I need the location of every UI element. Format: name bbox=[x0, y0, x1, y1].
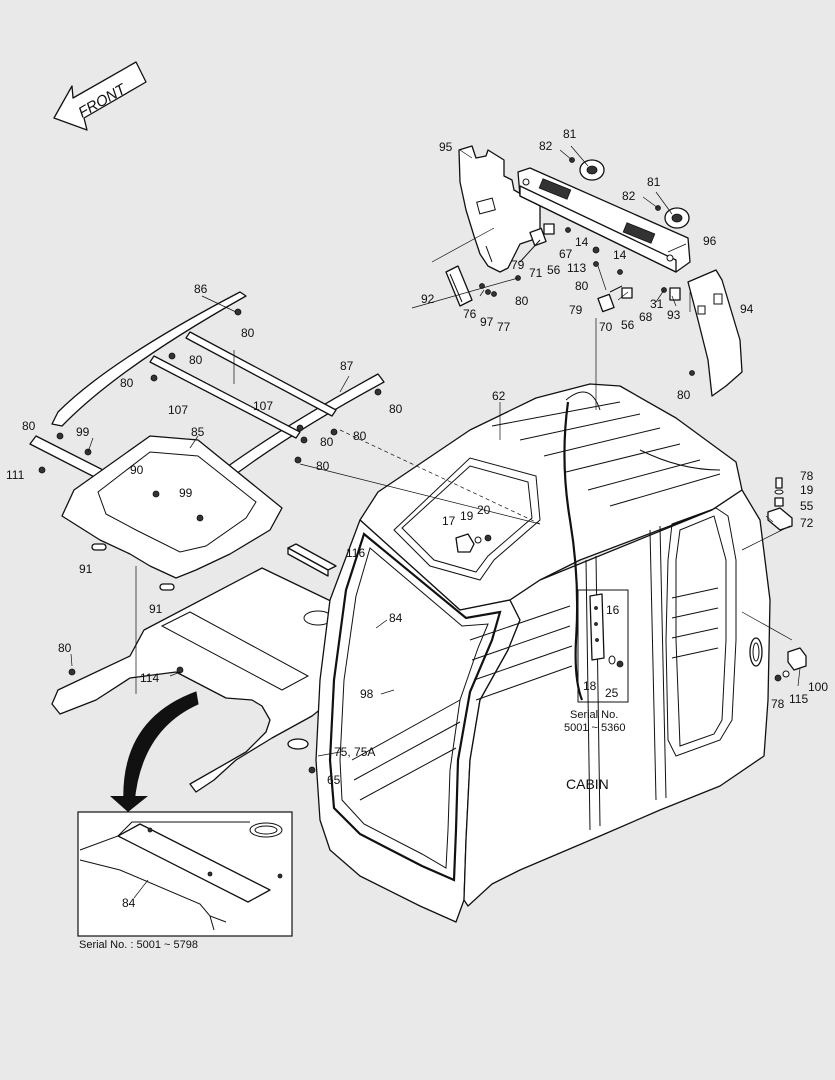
part-label-62: 62 bbox=[492, 389, 506, 403]
part-label-78: 78 bbox=[800, 469, 814, 483]
part-label-84: 84 bbox=[389, 611, 403, 625]
part-label-81: 81 bbox=[563, 127, 577, 141]
part-label-107: 107 bbox=[168, 403, 188, 417]
part-label-72: 72 bbox=[800, 516, 814, 530]
part-label-99: 99 bbox=[76, 425, 90, 439]
part-label-79: 79 bbox=[511, 258, 525, 272]
part-label-16: 16 bbox=[606, 603, 620, 617]
part-label-107: 107 bbox=[253, 399, 273, 413]
part-label-79: 79 bbox=[569, 303, 583, 317]
part-label-113: 113 bbox=[567, 261, 586, 275]
part-label-18: 18 bbox=[583, 679, 597, 693]
trim-strip-107b bbox=[185, 331, 337, 417]
guide-lines bbox=[135, 318, 793, 694]
part-label-14: 14 bbox=[613, 248, 627, 262]
part-label-31: 31 bbox=[650, 297, 664, 311]
box-serial-note-1: Serial No. bbox=[570, 709, 618, 721]
box-serial-note-2: 5001 ~ 5360 bbox=[564, 722, 625, 734]
part-label-80: 80 bbox=[389, 402, 403, 416]
part-label-92: 92 bbox=[421, 292, 435, 306]
trim-strip-107a bbox=[149, 355, 301, 439]
part-label-114: 114 bbox=[140, 671, 159, 685]
part-label-14: 14 bbox=[575, 235, 589, 249]
part-label-96: 96 bbox=[703, 234, 717, 248]
front-arrow: FRONT bbox=[53, 61, 147, 131]
part-label-97: 97 bbox=[480, 315, 494, 329]
part-label-80: 80 bbox=[120, 376, 134, 390]
detail-arrow bbox=[110, 691, 199, 812]
part-label-75-75a: 75, 75A bbox=[334, 745, 375, 759]
part-label-82: 82 bbox=[622, 189, 636, 203]
part-label-91: 91 bbox=[79, 562, 93, 576]
part-label-116: 116 bbox=[346, 546, 365, 560]
part-label-84-inset: 84 bbox=[122, 896, 136, 910]
part-label-99: 99 bbox=[179, 486, 193, 500]
speaker-icon bbox=[664, 207, 690, 229]
part-label-93: 93 bbox=[667, 308, 681, 322]
part-label-80: 80 bbox=[515, 294, 529, 308]
part-label-87: 87 bbox=[340, 359, 354, 373]
part-label-25: 25 bbox=[605, 686, 619, 700]
trim-rail-86 bbox=[51, 291, 247, 427]
part-label-80: 80 bbox=[58, 641, 72, 655]
clip-91 bbox=[91, 543, 175, 591]
part-label-65: 65 bbox=[327, 773, 341, 787]
part-label-100: 100 bbox=[808, 680, 828, 694]
part-label-17: 17 bbox=[442, 514, 456, 528]
part-label-68: 68 bbox=[639, 310, 653, 324]
trim-rail-87 bbox=[189, 373, 385, 505]
part-label-67: 67 bbox=[559, 247, 573, 261]
part-label-82: 82 bbox=[539, 139, 553, 153]
part-label-80: 80 bbox=[22, 419, 36, 433]
headliner-panel-85 bbox=[61, 435, 283, 579]
grab-handle-92 bbox=[431, 227, 495, 307]
leader-lines bbox=[70, 145, 801, 757]
inset-serial-note: Serial No. : 5001 ~ 5798 bbox=[79, 939, 198, 951]
cabin-label: CABIN bbox=[566, 776, 609, 792]
part-label-71: 71 bbox=[529, 266, 543, 280]
part-label-86: 86 bbox=[194, 282, 208, 296]
part-label-80: 80 bbox=[677, 388, 691, 402]
part-label-56: 56 bbox=[547, 263, 561, 277]
cabin-frame bbox=[287, 383, 807, 923]
part-label-77: 77 bbox=[497, 320, 511, 334]
part-label-20: 20 bbox=[477, 503, 491, 517]
part-label-56: 56 bbox=[621, 318, 635, 332]
floor-mat-84 bbox=[51, 567, 413, 793]
part-label-90: 90 bbox=[130, 463, 144, 477]
part-label-80: 80 bbox=[316, 459, 330, 473]
part-label-80: 80 bbox=[320, 435, 334, 449]
part-label-91: 91 bbox=[149, 602, 163, 616]
part-label-85: 85 bbox=[191, 425, 205, 439]
rear-hardware bbox=[479, 157, 695, 376]
part-label-76: 76 bbox=[463, 307, 477, 321]
part-label-80: 80 bbox=[189, 353, 203, 367]
part-label-19: 19 bbox=[460, 509, 474, 523]
part-label-94: 94 bbox=[740, 302, 754, 316]
inset-detail: 84 Serial No. : 5001 ~ 5798 bbox=[77, 811, 293, 951]
part-label-111: 111 bbox=[6, 468, 25, 482]
part-label-98: 98 bbox=[360, 687, 374, 701]
part-label-80: 80 bbox=[241, 326, 255, 340]
part-label-19: 19 bbox=[800, 483, 814, 497]
serial-detail-box bbox=[577, 589, 629, 703]
part-label-95: 95 bbox=[439, 140, 453, 154]
part-label-70: 70 bbox=[599, 320, 613, 334]
speaker-icon bbox=[579, 159, 605, 181]
part-labels: 95 81 82 81 82 96 14 67 113 79 71 56 14 … bbox=[6, 127, 828, 792]
part-label-55: 55 bbox=[800, 499, 814, 513]
part-label-80: 80 bbox=[353, 429, 367, 443]
side-trim-94 bbox=[687, 269, 743, 397]
part-label-81: 81 bbox=[647, 175, 661, 189]
part-label-78: 78 bbox=[771, 697, 785, 711]
part-label-80: 80 bbox=[575, 279, 589, 293]
rear-speaker-panel-96 bbox=[517, 167, 691, 273]
part-label-115: 115 bbox=[789, 692, 808, 706]
spacer-116 bbox=[287, 543, 337, 577]
